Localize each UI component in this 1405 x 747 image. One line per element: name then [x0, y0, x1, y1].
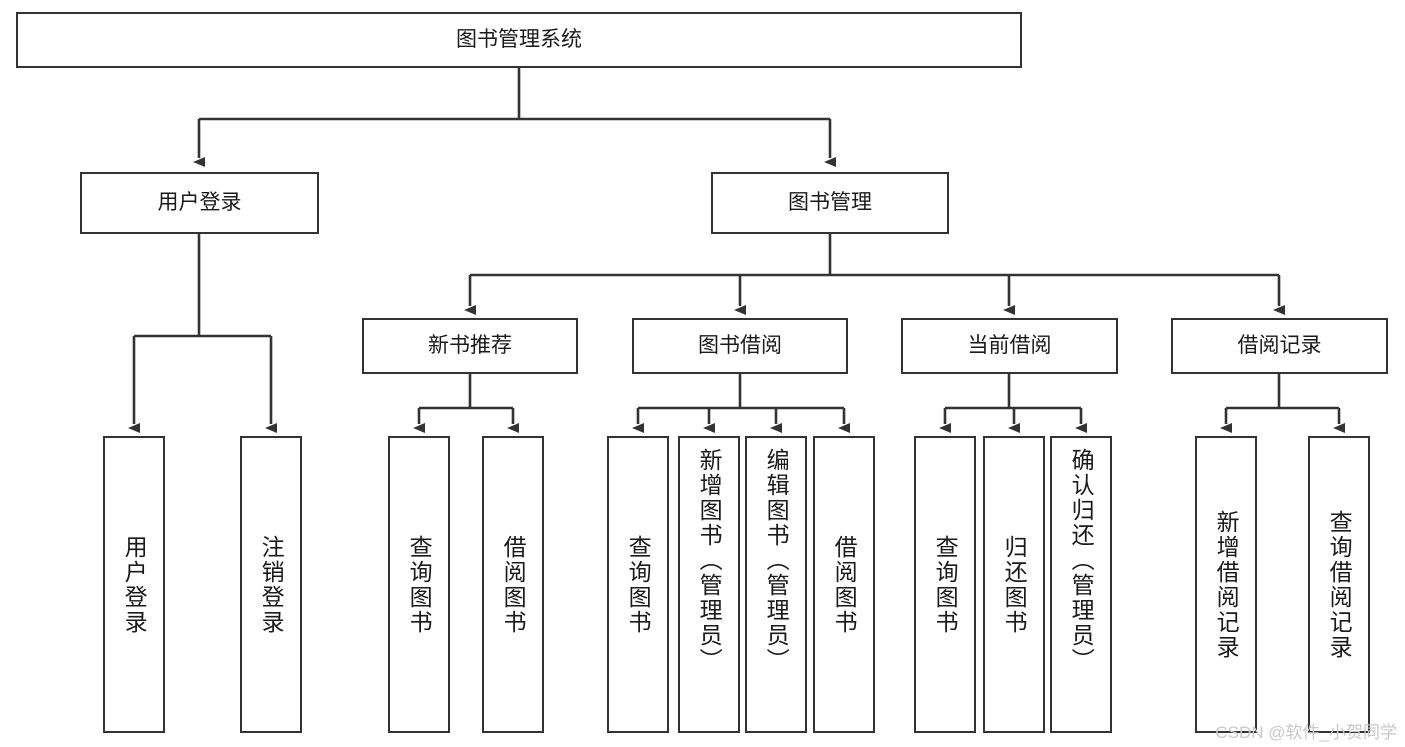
node-leaf-query-book-2[interactable]: 查询图书 [607, 436, 669, 733]
node-leaf-query-book-1[interactable]: 查询图书 [388, 436, 450, 733]
node-leaf-confirm-return[interactable]: 确认归还（管理员） [1050, 436, 1112, 733]
node-leaf-user-login[interactable]: 用户登录 [103, 436, 165, 733]
node-leaf-user-logout[interactable]: 注销登录 [240, 436, 302, 733]
node-user-login-label: 用户登录 [157, 190, 242, 214]
node-current-borrow[interactable]: 当前借阅 [901, 318, 1118, 374]
node-leaf-borrow-book-2-label: 借阅图书 [831, 534, 858, 635]
node-leaf-query-book-2-label: 查询图书 [625, 534, 652, 635]
node-current-borrow-label: 当前借阅 [967, 333, 1052, 357]
node-book-borrow-label: 图书借阅 [698, 333, 782, 357]
node-new-book-rec-label: 新书推荐 [428, 333, 512, 357]
node-leaf-query-record[interactable]: 查询借阅记录 [1308, 436, 1370, 733]
node-leaf-query-book-3-label: 查询图书 [932, 534, 959, 635]
node-borrow-record-label: 借阅记录 [1237, 333, 1322, 357]
node-book-borrow[interactable]: 图书借阅 [632, 318, 848, 374]
node-root-label: 图书管理系统 [456, 27, 582, 51]
node-leaf-return-book-label: 归还图书 [1001, 534, 1028, 635]
node-book-manage-label: 图书管理 [788, 190, 872, 214]
node-root[interactable]: 图书管理系统 [16, 12, 1022, 68]
node-user-login[interactable]: 用户登录 [80, 172, 319, 234]
node-leaf-add-book[interactable]: 新增图书（管理员） [678, 436, 740, 733]
node-leaf-borrow-book-2[interactable]: 借阅图书 [813, 436, 875, 733]
node-leaf-query-book-3[interactable]: 查询图书 [914, 436, 976, 733]
watermark-text: CSDN @软件_小贺同学 [1215, 723, 1397, 742]
node-leaf-return-book[interactable]: 归还图书 [983, 436, 1045, 733]
node-leaf-borrow-book-1-label: 借阅图书 [500, 534, 527, 635]
node-leaf-add-book-label: 新增图书（管理员） [696, 448, 723, 673]
node-leaf-confirm-return-label: 确认归还（管理员） [1068, 448, 1095, 673]
node-leaf-query-book-1-label: 查询图书 [406, 534, 433, 635]
node-leaf-user-login-label: 用户登录 [121, 534, 148, 635]
node-leaf-query-record-label: 查询借阅记录 [1326, 509, 1353, 660]
node-new-book-rec[interactable]: 新书推荐 [362, 318, 578, 374]
node-leaf-add-record-label: 新增借阅记录 [1213, 509, 1240, 660]
node-book-manage[interactable]: 图书管理 [711, 172, 949, 234]
node-borrow-record[interactable]: 借阅记录 [1171, 318, 1388, 374]
node-leaf-edit-book[interactable]: 编辑图书（管理员） [745, 436, 807, 733]
node-leaf-edit-book-label: 编辑图书（管理员） [763, 448, 790, 673]
node-leaf-user-logout-label: 注销登录 [258, 534, 285, 635]
node-leaf-add-record[interactable]: 新增借阅记录 [1195, 436, 1257, 733]
node-leaf-borrow-book-1[interactable]: 借阅图书 [482, 436, 544, 733]
